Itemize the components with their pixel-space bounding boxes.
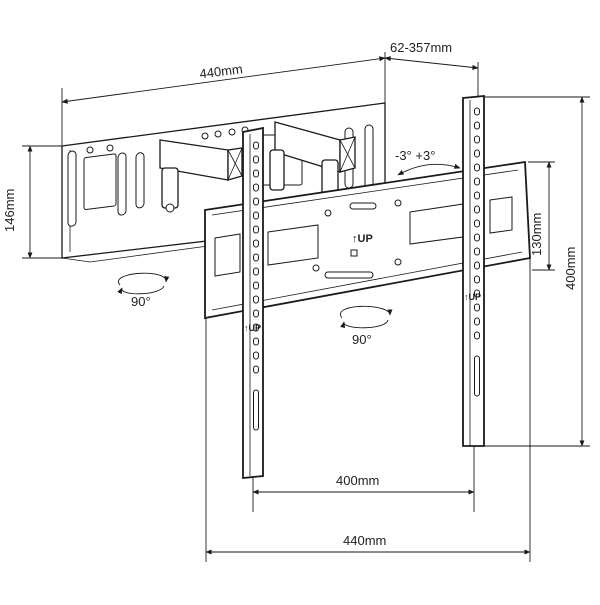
swivel-center-label: 90° — [352, 332, 372, 347]
vesa-arm-right: ↑UP — [462, 95, 485, 447]
vesa-hole — [474, 177, 480, 186]
vesa-hole — [253, 281, 259, 290]
vesa-hole — [253, 295, 259, 304]
vesa-hole — [253, 211, 259, 220]
vesa-hole — [474, 135, 480, 144]
vesa-hole — [474, 205, 480, 214]
vesa-hole — [253, 197, 259, 206]
dim-total-width-label: 440mm — [343, 533, 386, 548]
vesa-hole — [253, 337, 259, 346]
vesa-hole — [474, 275, 480, 284]
dim-vertical-height: 400mm — [484, 96, 590, 447]
dim-arm-width-label: 440mm — [199, 61, 244, 81]
dim-total-width: 440mm — [205, 258, 531, 562]
vesa-hole — [253, 239, 259, 248]
tilt-label: -3° +3° — [395, 148, 435, 163]
dim-vesa-width: 400mm — [252, 446, 475, 512]
tilt-indicator: -3° +3° — [395, 148, 461, 176]
up-marking-right: ↑UP — [464, 292, 481, 302]
dim-horizontal-plate-height-label: 130mm — [529, 213, 544, 256]
wall-plate-cutout — [83, 153, 117, 210]
vesa-hole — [474, 121, 480, 130]
dim-wall-plate-height: 146mm — [2, 145, 62, 259]
vesa-slot — [253, 389, 259, 431]
dim-wall-plate-height-label: 146mm — [2, 189, 17, 232]
vesa-hole — [474, 317, 480, 326]
dim-extension: 62-357mm — [384, 40, 479, 97]
vesa-hole — [253, 183, 259, 192]
up-marking-center: ↑UP — [352, 233, 373, 245]
dim-horizontal-plate-height: 130mm — [528, 161, 555, 271]
articulating-arms — [159, 121, 356, 213]
vesa-hole — [474, 247, 480, 256]
vesa-arm-left: ↑UP — [242, 126, 264, 479]
vesa-hole — [474, 261, 480, 270]
vesa-hole — [474, 303, 480, 312]
dim-vesa-width-label: 400mm — [336, 473, 379, 488]
swivel-left-label: 90° — [131, 294, 151, 309]
vesa-hole — [253, 225, 259, 234]
vesa-hole — [253, 141, 259, 150]
vesa-hole — [474, 149, 480, 158]
vesa-hole — [474, 233, 480, 242]
vesa-hole — [253, 365, 259, 374]
vesa-hole — [253, 323, 259, 332]
swivel-left: 90° — [117, 272, 170, 309]
dim-vertical-height-label: 400mm — [563, 247, 578, 290]
vesa-hole — [474, 191, 480, 200]
dim-extension-label: 62-357mm — [390, 40, 452, 55]
vesa-hole — [253, 267, 259, 276]
vesa-hole — [253, 169, 259, 178]
vesa-hole — [474, 163, 480, 172]
vesa-hole — [253, 351, 259, 360]
vesa-hole — [253, 309, 259, 318]
vesa-hole — [474, 219, 480, 228]
up-marking-left: ↑UP — [244, 323, 261, 333]
swivel-center: 90° — [339, 305, 393, 347]
vesa-hole — [474, 289, 480, 298]
vesa-hole — [474, 331, 480, 340]
vesa-hole — [253, 253, 259, 262]
vesa-hole — [253, 155, 259, 164]
vesa-slot — [474, 355, 480, 397]
vesa-hole — [474, 107, 480, 116]
